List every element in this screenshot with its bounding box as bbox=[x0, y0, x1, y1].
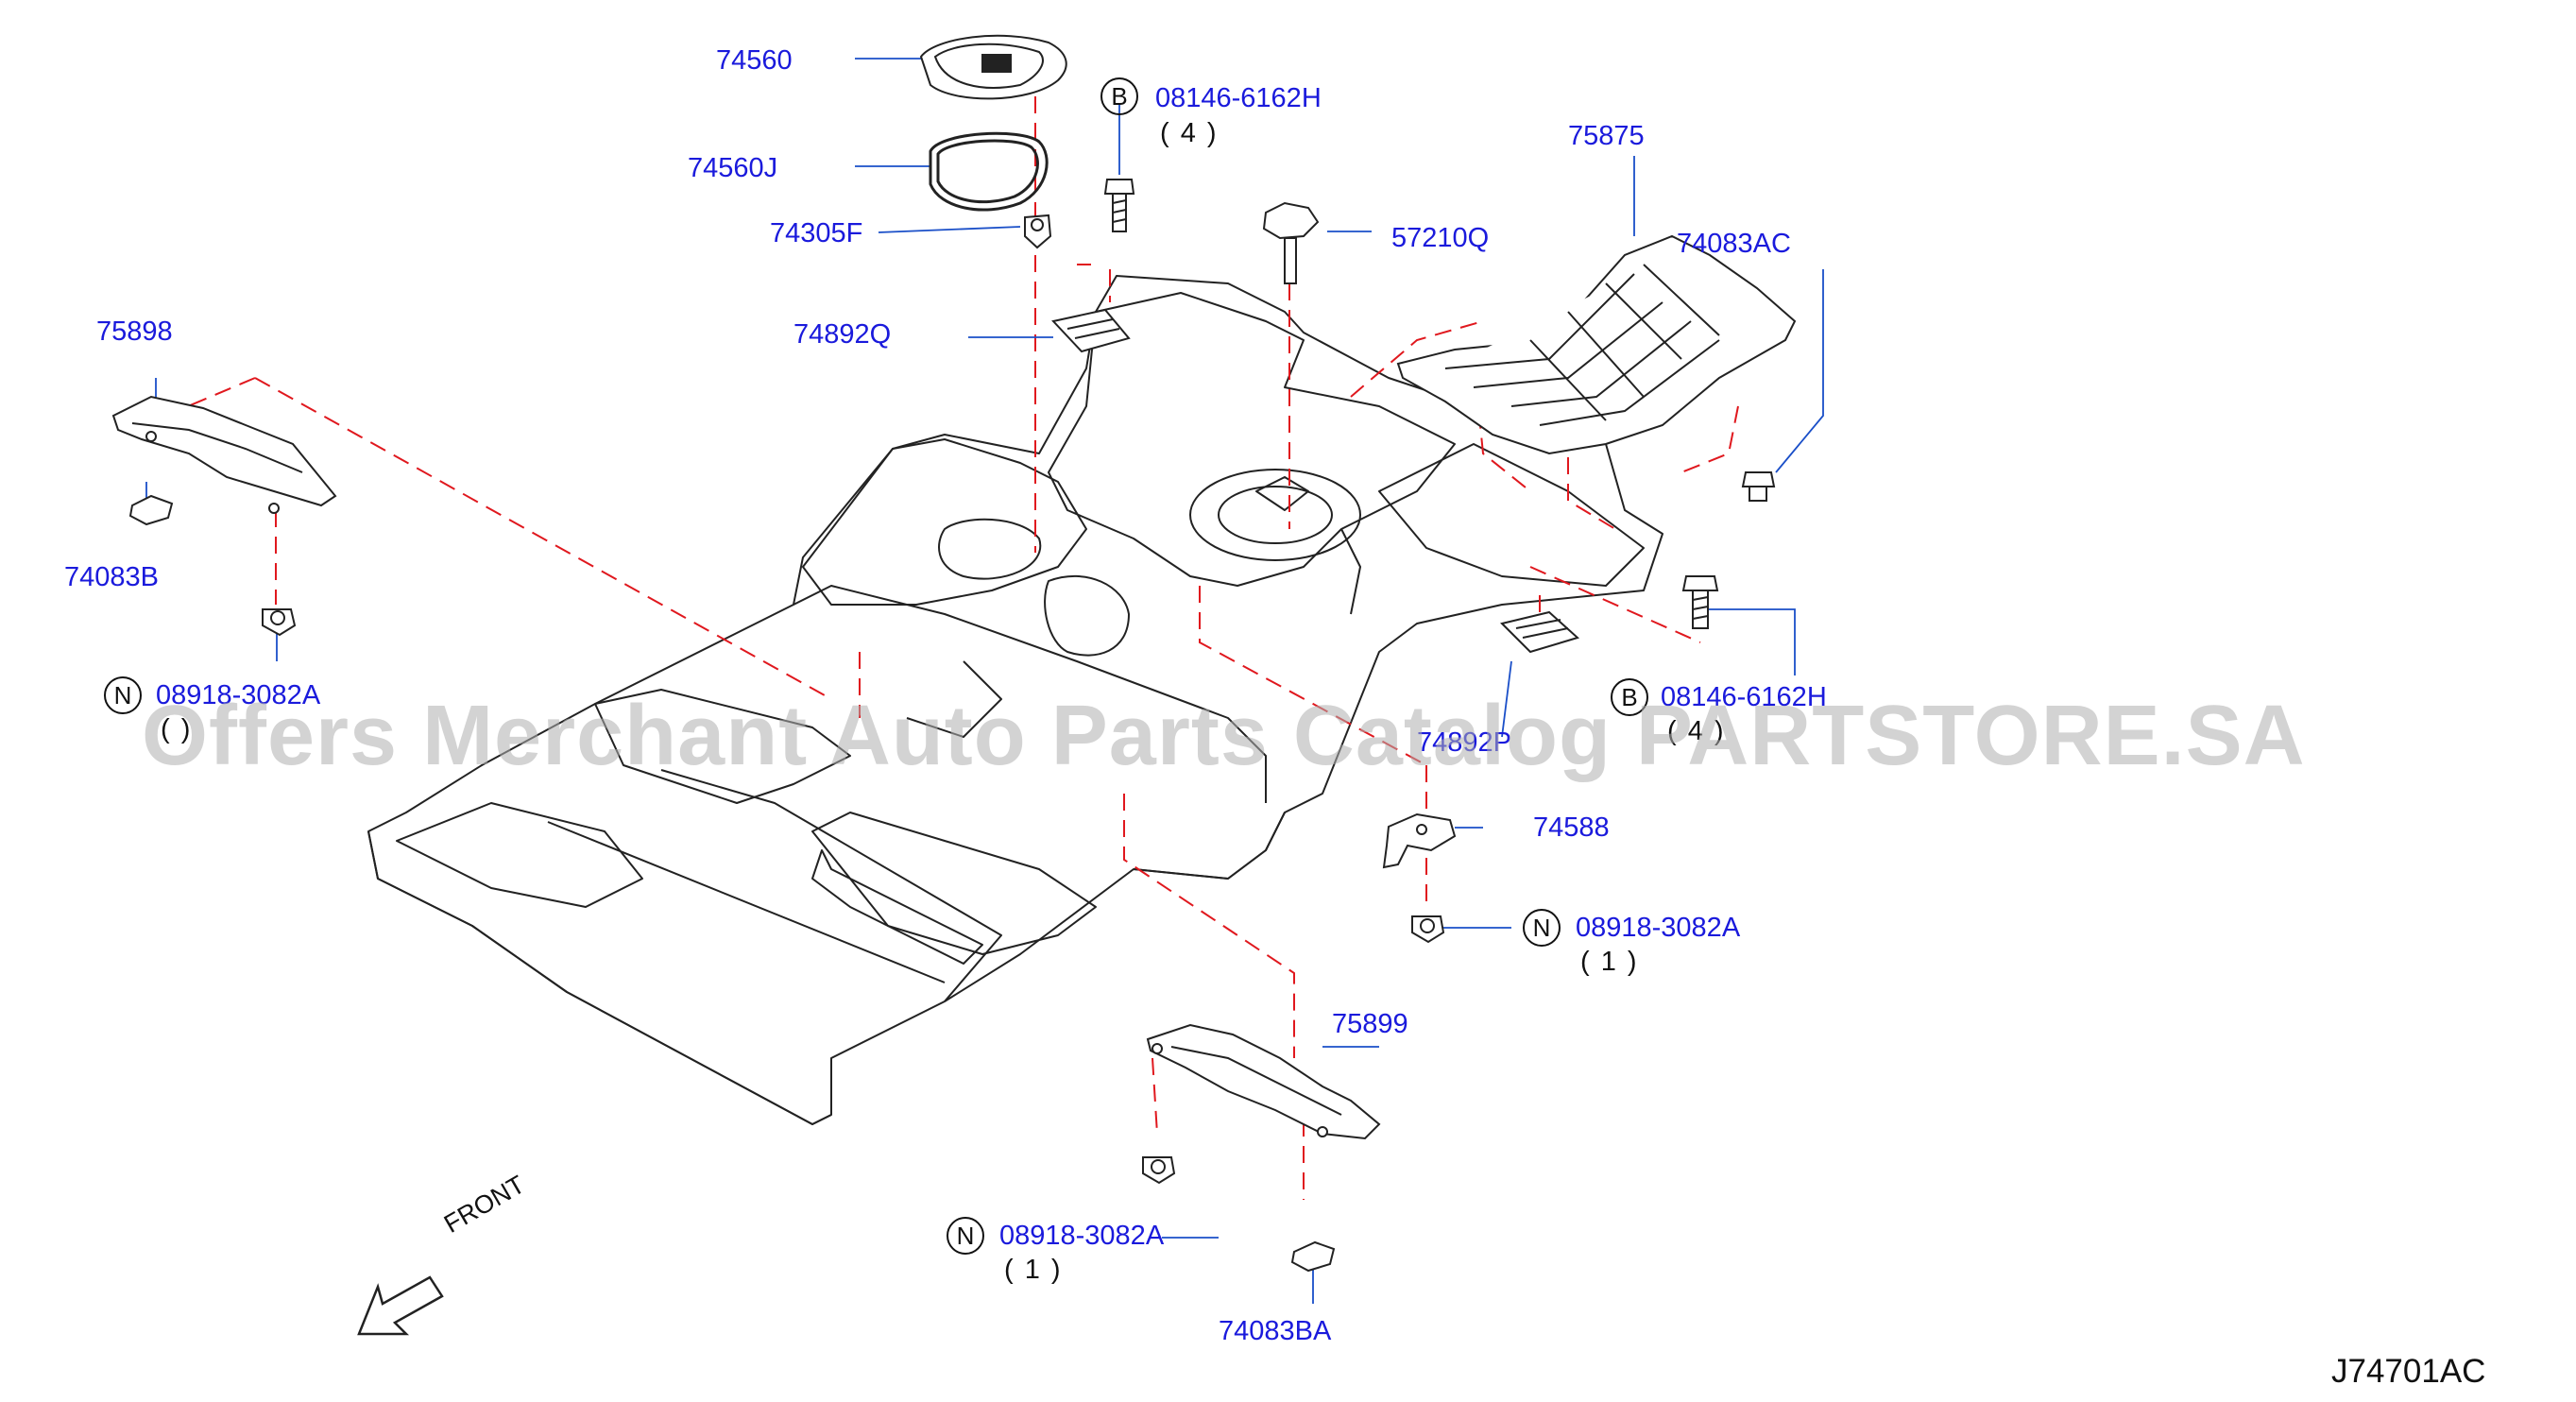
marker-n-bottom: N bbox=[947, 1217, 984, 1255]
callout-75875[interactable]: 75875 bbox=[1568, 121, 1645, 151]
part-75899-reinforcement bbox=[1146, 1023, 1381, 1140]
callout-74305F[interactable]: 74305F bbox=[770, 218, 863, 248]
part-nut-bottom bbox=[1142, 1156, 1176, 1185]
callout-74560J[interactable]: 74560J bbox=[688, 153, 778, 183]
part-74560J-seal bbox=[929, 131, 1049, 212]
floor-pan bbox=[367, 275, 1663, 1125]
leader-lines bbox=[145, 58, 1824, 1304]
part-74892Q-bracket bbox=[1051, 308, 1131, 353]
callout-nut-mid[interactable]: 08918-3082A bbox=[1576, 913, 1741, 943]
part-bolt-right bbox=[1681, 575, 1719, 629]
part-75875-under-cover bbox=[1396, 234, 1797, 455]
part-57210Q-bolt bbox=[1262, 201, 1320, 284]
part-74892-bracket-b bbox=[1500, 610, 1579, 654]
callout-75899[interactable]: 75899 bbox=[1332, 1009, 1408, 1039]
callout-74083B[interactable]: 74083B bbox=[64, 562, 159, 592]
callout-bolt-right[interactable]: 08146-6162H bbox=[1661, 682, 1827, 712]
marker-b-right: B bbox=[1611, 678, 1648, 716]
watermark: Offers Merchant Auto Parts Catalog PARTS… bbox=[142, 689, 2306, 783]
callout-74560[interactable]: 74560 bbox=[716, 45, 793, 76]
marker-n-mid: N bbox=[1523, 909, 1561, 947]
marker-n-left: N bbox=[104, 676, 142, 714]
part-nut-mid bbox=[1411, 915, 1445, 944]
part-74588-bracket bbox=[1382, 812, 1457, 869]
callout-nut-bottom[interactable]: 08918-3082A bbox=[999, 1221, 1165, 1251]
installation-lines bbox=[131, 96, 1739, 1200]
qty-nut-mid: ( 1 ) bbox=[1580, 947, 1639, 977]
callout-74588[interactable]: 74588 bbox=[1533, 812, 1610, 843]
callout-74892P[interactable]: 74892P bbox=[1417, 727, 1511, 758]
part-75898-reinforcement bbox=[111, 395, 337, 514]
qty-nut-left: ( ) bbox=[161, 714, 193, 744]
callout-74083AC[interactable]: 74083AC bbox=[1677, 229, 1791, 259]
qty-bolt-right: ( 4 ) bbox=[1667, 716, 1726, 746]
qty-nut-bottom: ( 1 ) bbox=[1004, 1255, 1063, 1285]
part-74305F-clip bbox=[1024, 214, 1052, 249]
diagram-code: J74701AC bbox=[2331, 1353, 2486, 1390]
part-74560-cover bbox=[919, 34, 1067, 100]
front-arrow-icon bbox=[357, 1275, 444, 1336]
callout-75898[interactable]: 75898 bbox=[96, 316, 173, 347]
callout-bolt-top[interactable]: 08146-6162H bbox=[1155, 83, 1322, 113]
marker-b-top: B bbox=[1100, 77, 1138, 115]
callout-74892Q[interactable]: 74892Q bbox=[793, 319, 892, 350]
part-bolt-top bbox=[1103, 179, 1135, 232]
callout-nut-left[interactable]: 08918-3082A bbox=[156, 680, 321, 710]
part-74083B-clip bbox=[128, 494, 174, 526]
callout-74083BA[interactable]: 74083BA bbox=[1219, 1316, 1332, 1346]
qty-bolt-top: ( 4 ) bbox=[1160, 118, 1219, 148]
part-74083BA-clip bbox=[1290, 1240, 1336, 1273]
part-nut-left bbox=[262, 608, 297, 637]
callout-57210Q[interactable]: 57210Q bbox=[1391, 223, 1490, 253]
part-bolt-74083AC bbox=[1741, 471, 1776, 502]
